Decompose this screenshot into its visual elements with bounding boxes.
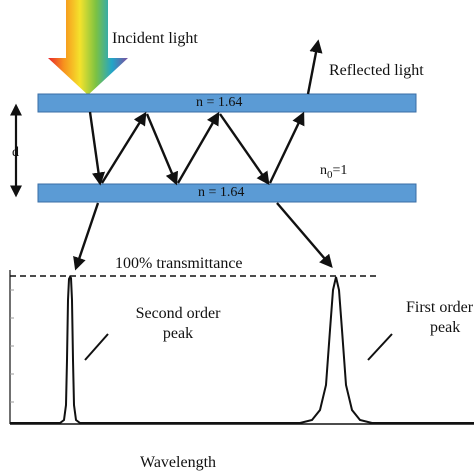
first-order-pointer	[367, 333, 393, 361]
thickness-label: d	[12, 145, 19, 160]
second-order-label-line2: peak	[162, 325, 194, 342]
ambient-index-value: =1	[332, 163, 348, 178]
x-axis-label: Wavelength	[140, 454, 217, 471]
ray-1	[88, 111, 106, 186]
ray-3	[145, 113, 178, 186]
top-plate	[37, 93, 417, 113]
internal-reflections	[88, 111, 305, 186]
ray-4	[176, 111, 220, 184]
ambient-index-symbol: n	[320, 163, 327, 178]
ray-6	[268, 111, 305, 184]
transmission-arrow-right	[276, 202, 333, 269]
transmission-arrow-left	[73, 202, 100, 271]
bottom-plate-index: n = 1.64	[198, 185, 245, 200]
incident-light-label: Incident light	[112, 30, 198, 47]
reflected-light-label: Reflected light	[329, 62, 424, 79]
ambient-index-label: n0=1	[320, 164, 347, 181]
top-plate-index: n = 1.64	[196, 95, 243, 110]
y-axis-ticks	[10, 289, 14, 403]
transmittance-label: 100% transmittance	[115, 255, 243, 272]
second-order-label-line1: Second order	[135, 305, 221, 322]
second-order-pointer	[84, 333, 109, 361]
reflected-light-arrow	[306, 39, 323, 95]
first-order-label-line2: peak	[430, 319, 461, 336]
ray-5	[219, 113, 270, 186]
ray-2	[100, 111, 147, 184]
ambient-index-subscript: 0	[327, 168, 333, 181]
first-order-label-line1: First order	[406, 299, 474, 316]
bottom-plate	[37, 183, 417, 203]
incident-light-arrow	[48, 0, 128, 95]
spectrum-curve	[10, 275, 474, 424]
